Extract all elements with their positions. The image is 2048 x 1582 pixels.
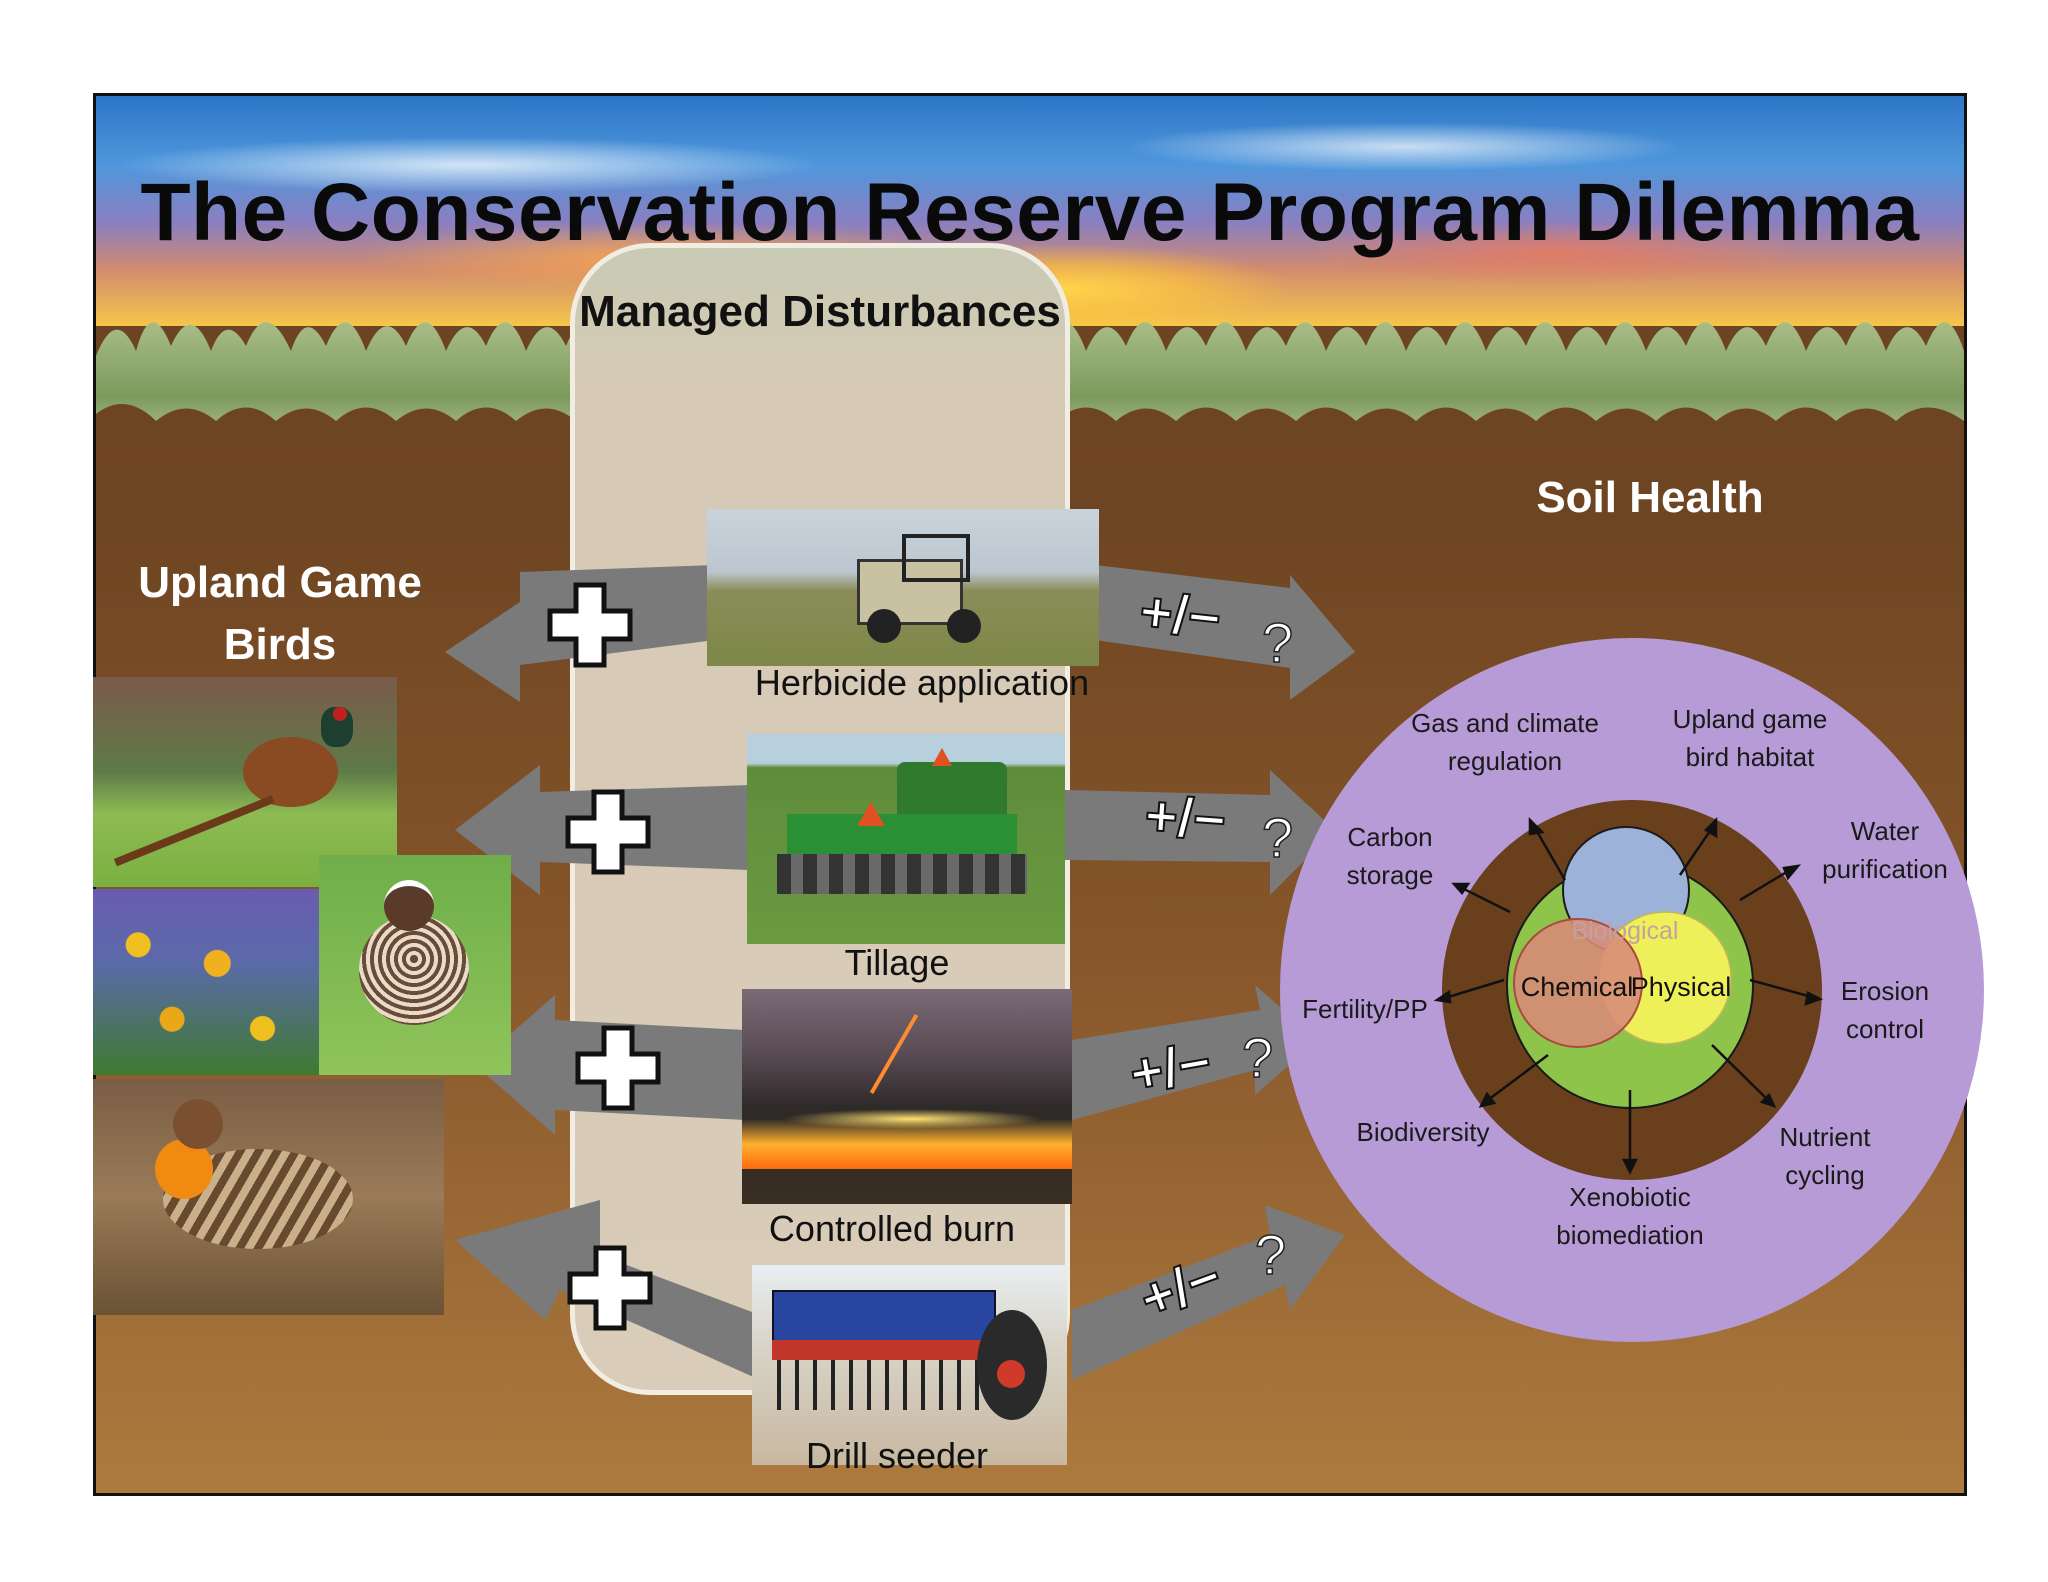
caption-controlled-burn: Controlled burn <box>768 1208 1016 1249</box>
caption-herbicide: Herbicide application <box>754 662 1090 703</box>
prairie-chicken-photo <box>93 1079 444 1315</box>
wildflowers-photo <box>93 889 319 1075</box>
soil-question-2: ? <box>1261 805 1294 870</box>
arrow-to-soil-4 <box>1072 1205 1345 1380</box>
arrow-to-soil-1 <box>1095 565 1355 700</box>
service-erosion-control: Erosion control <box>1840 976 1930 1044</box>
service-carbon-storage: Carbon storage <box>1346 822 1434 890</box>
venn-chemical-label: Chemical <box>1520 972 1634 1002</box>
venn-physical-label: Physical <box>1630 972 1732 1002</box>
controlled-burn-photo <box>742 989 1072 1204</box>
arrow-to-soil-3 <box>1072 985 1318 1120</box>
pheasant-photo <box>93 677 397 887</box>
service-water-purification: Water purification <box>1822 816 1948 884</box>
soil-question-3: ? <box>1241 1025 1274 1090</box>
venn-biological-label: Biological <box>1571 917 1679 945</box>
quail-photo <box>319 855 511 1075</box>
chemical-circle <box>1513 918 1643 1048</box>
upland-game-birds-title: Upland Game Birds <box>138 558 422 669</box>
caption-tillage: Tillage <box>844 942 950 983</box>
drill-seeder-photo <box>752 1265 1067 1465</box>
service-gas-climate: Gas and climate regulation <box>1411 708 1599 776</box>
soil-question-4: ? <box>1254 1222 1287 1287</box>
caption-drill-seeder: Drill seeder <box>805 1435 989 1476</box>
service-nutrient-cycling: Nutrient cycling <box>1779 1122 1871 1190</box>
soil-effect-2: +/− <box>1142 782 1229 852</box>
soil-effect-1: +/− <box>1136 578 1225 651</box>
soil-health-title: Soil Health <box>1536 473 1764 522</box>
soil-effect-3: +/− <box>1124 1028 1217 1106</box>
herbicide-photo <box>707 509 1099 666</box>
service-biodiversity: Biodiversity <box>1356 1117 1490 1147</box>
managed-disturbances-title: Managed Disturbances <box>579 287 1061 336</box>
soil-question-1: ? <box>1261 610 1294 675</box>
arrow-to-soil-2 <box>1065 770 1335 895</box>
tillage-photo <box>747 734 1065 944</box>
page-title: The Conservation Reserve Program Dilemma <box>140 167 1920 258</box>
service-fertility: Fertility/PP <box>1302 994 1428 1024</box>
service-bird-habitat: Upland game bird habitat <box>1672 704 1828 772</box>
service-xenobiotic: Xenobiotic biomediation <box>1556 1182 1704 1250</box>
